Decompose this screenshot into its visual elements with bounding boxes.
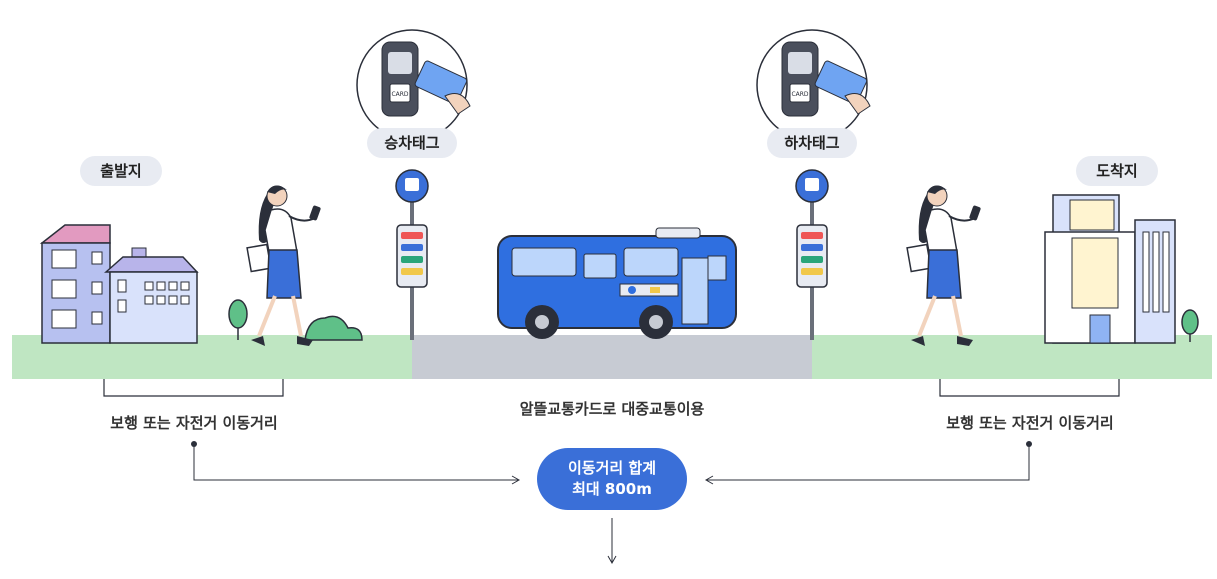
tree-right — [1181, 309, 1199, 342]
pedestrian-left — [246, 185, 321, 346]
connector-right — [707, 444, 1030, 481]
walk-distance-right: 보행 또는 자전거 이동거리 — [946, 414, 1114, 432]
destination-label: 도착지 — [1076, 156, 1158, 186]
destination-buildings — [1044, 194, 1176, 344]
transit-caption: 알뜰교통카드로 대중교통이용 — [519, 400, 705, 418]
bus — [497, 227, 737, 339]
bracket-left — [103, 379, 284, 397]
origin-buildings — [39, 224, 199, 344]
bus-stop-board — [395, 169, 429, 340]
total-distance-title: 이동거리 합계 — [567, 459, 657, 477]
bracket-right — [939, 379, 1120, 397]
card-reader-alight — [756, 29, 871, 141]
road — [412, 335, 812, 379]
pedestrian-right — [906, 185, 981, 346]
tree-left — [228, 299, 248, 340]
walk-distance-left: 보행 또는 자전거 이동거리 — [110, 414, 278, 432]
connector-left — [193, 444, 518, 481]
bush-left — [304, 315, 363, 341]
total-distance-badge: 이동거리 합계 최대 800m — [537, 448, 687, 510]
board-tag-label: 승차태그 — [367, 128, 457, 158]
card-reader-text: CARD — [391, 91, 408, 98]
origin-label: 출발지 — [80, 156, 162, 186]
alight-tag-label: 하차태그 — [767, 128, 857, 158]
card-reader-board — [356, 29, 471, 141]
card-reader-text: CARD — [791, 91, 808, 98]
total-distance-max: 최대 800m — [572, 480, 652, 498]
bus-stop-alight — [795, 169, 829, 340]
